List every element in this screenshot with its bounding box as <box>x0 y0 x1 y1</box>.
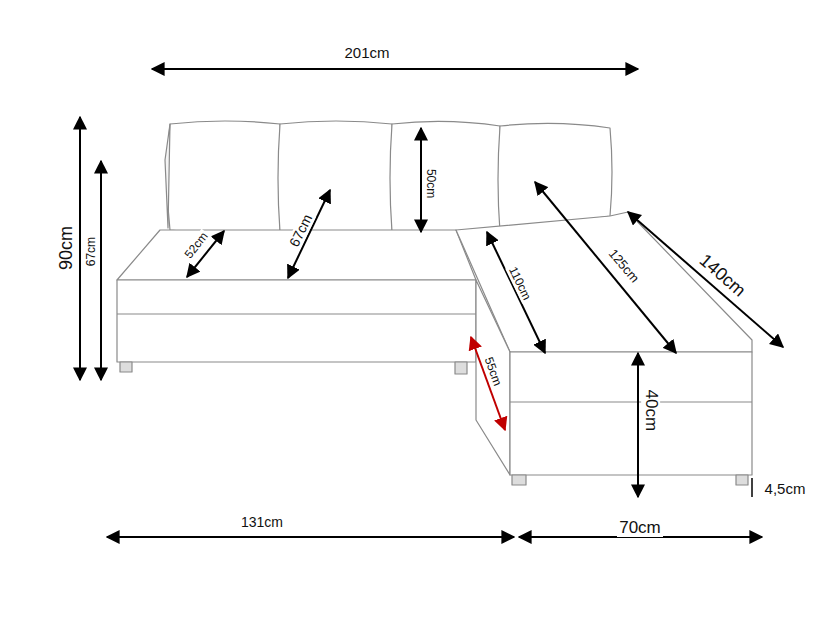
dimension-label: 67cm <box>85 235 98 268</box>
dimension-label: 90cm <box>57 224 77 272</box>
dimension-label: 40cm <box>642 387 661 433</box>
dimension-label: 50cm <box>424 167 437 200</box>
dimension-label: 131cm <box>239 515 285 530</box>
dimension-arrows <box>80 69 783 537</box>
dimension-label: 201cm <box>342 45 391 62</box>
dimension-label: 70cm <box>617 519 663 538</box>
sofa-outline <box>117 121 752 485</box>
dimension-label: 4,5cm <box>763 481 808 498</box>
